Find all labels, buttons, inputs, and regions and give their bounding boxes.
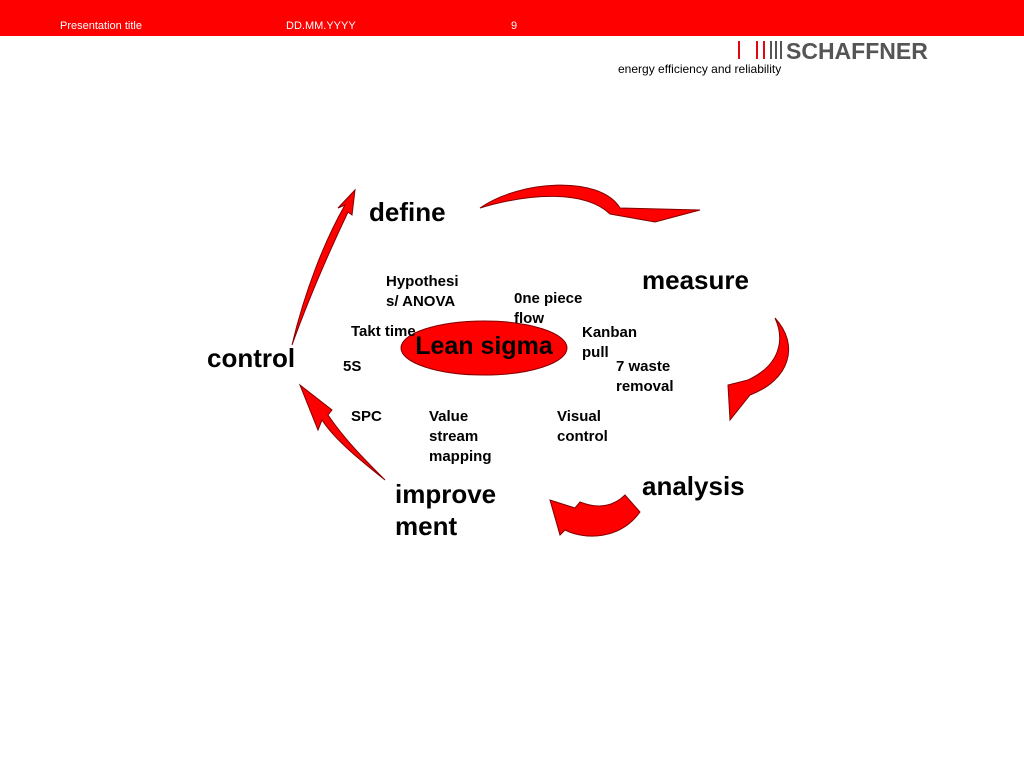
tool-7-waste-line1: 7 waste	[616, 358, 671, 375]
tool-vsm-line3: mapping	[429, 448, 492, 465]
stage-control: control	[207, 343, 296, 373]
header-bar: Presentation title DD.MM.YYYY 9	[0, 0, 1024, 36]
presentation-title: Presentation title	[60, 20, 142, 32]
tool-value-stream-mapping: Value stream mapping	[429, 407, 492, 467]
tool-one-piece-flow-line2: flow	[514, 310, 544, 327]
presentation-date: DD.MM.YYYY	[286, 20, 356, 32]
tool-7-waste-removal: 7 waste removal	[616, 357, 674, 397]
tool-vsm-line1: Value	[429, 408, 469, 425]
tool-visual-control: Visual control	[557, 407, 608, 447]
tool-hypothesis-line2: s/ ANOVA	[386, 293, 456, 310]
tool-takt-time: Takt time	[351, 323, 416, 340]
stage-measure: measure	[642, 265, 749, 295]
arrow-improvement-to-control	[298, 383, 386, 481]
tool-hypothesis-anova: Hypothesi s/ ANOVA	[386, 272, 459, 312]
tool-kanban-line2: pull	[582, 344, 609, 361]
stage-improvement: improve ment	[395, 478, 496, 542]
tool-kanban-pull: Kanban pull	[582, 323, 637, 363]
tool-7-waste-line2: removal	[616, 378, 674, 395]
tool-one-piece-flow-line1: 0ne piece	[514, 290, 583, 307]
arrow-control-to-define	[291, 188, 356, 346]
center-ellipse	[400, 320, 568, 376]
center-label: Lean sigma	[415, 332, 553, 360]
tool-visual-control-line2: control	[557, 428, 608, 445]
arrow-analysis-to-improvement	[549, 494, 641, 537]
arrow-define-to-measure	[479, 184, 701, 223]
tool-one-piece-flow: 0ne piece flow	[514, 289, 582, 329]
stage-define: define	[369, 197, 446, 227]
logo-wordmark: SCHAFFNER	[786, 38, 928, 62]
tool-spc: SPC	[351, 408, 382, 425]
company-tagline: energy efficiency and reliability	[618, 62, 782, 76]
page-number: 9	[511, 20, 518, 32]
stage-improvement-line1: improve	[395, 479, 497, 509]
tool-5s: 5S	[343, 358, 362, 375]
schaffner-logo: SCHAFFNER	[738, 38, 928, 62]
tool-kanban-line1: Kanban	[582, 324, 638, 341]
tool-hypothesis-line1: Hypothesi	[386, 273, 459, 290]
tool-visual-control-line1: Visual	[557, 408, 601, 425]
stage-analysis: analysis	[642, 471, 745, 501]
tool-vsm-line2: stream	[429, 428, 479, 445]
stage-improvement-line2: ment	[395, 511, 458, 541]
arrow-measure-to-analysis	[727, 317, 790, 422]
